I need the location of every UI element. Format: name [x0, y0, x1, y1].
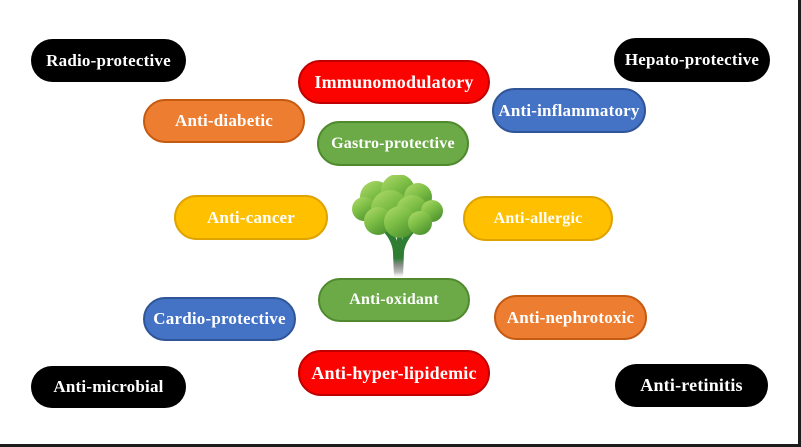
pill-anti-allergic: Anti-allergic — [463, 196, 613, 241]
pill-radio-protective: Radio-protective — [31, 39, 186, 82]
pill-cardio-protective: Cardio-protective — [143, 297, 296, 341]
pill-anti-nephrotoxic: Anti-nephrotoxic — [494, 295, 647, 340]
pill-anti-hyper-lipidemic: Anti-hyper-lipidemic — [298, 350, 490, 396]
pill-anti-oxidant: Anti-oxidant — [318, 278, 470, 322]
pill-anti-inflammatory: Anti-inflammatory — [492, 88, 646, 133]
pill-hepato-protective: Hepato-protective — [614, 38, 770, 82]
pill-gastro-protective: Gastro-protective — [317, 121, 469, 166]
pill-anti-retinitis: Anti-retinitis — [615, 364, 768, 407]
tree-icon — [352, 175, 443, 277]
pill-anti-cancer: Anti-cancer — [174, 195, 328, 240]
pill-immunomodulatory: Immunomodulatory — [298, 60, 490, 104]
pill-anti-diabetic: Anti-diabetic — [143, 99, 305, 143]
pill-anti-microbial: Anti-microbial — [31, 366, 186, 408]
